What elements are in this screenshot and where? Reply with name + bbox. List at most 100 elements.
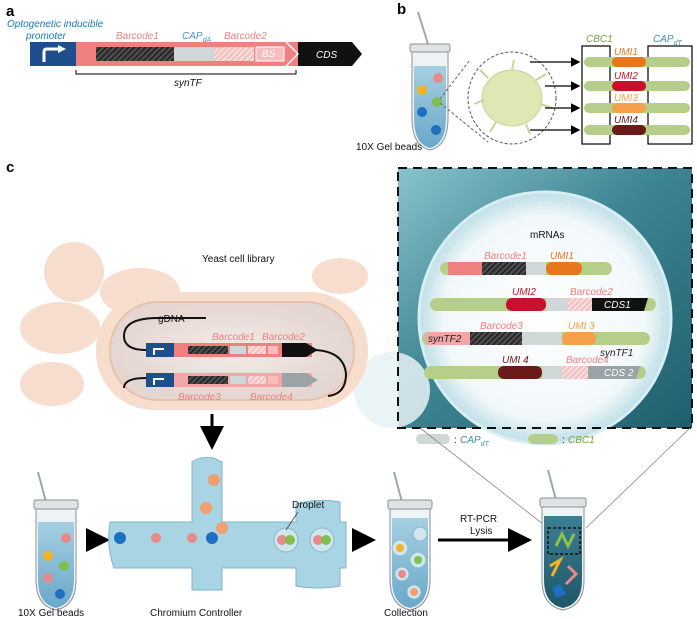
legend-cbc1: CBC1	[568, 435, 595, 446]
gdna-construct-2	[146, 373, 318, 387]
promoter-arrowhead-icon	[58, 45, 66, 53]
tube-collection	[387, 471, 433, 611]
label-bs: BS	[262, 49, 276, 60]
label-cbc1: CBC1	[586, 34, 613, 45]
barcode1-hatch	[96, 47, 174, 61]
row1-label-barcode1: Barcode1	[484, 251, 527, 262]
label-cap-dt: CAPdT	[653, 34, 682, 47]
label-cap-da: CAPdA	[182, 31, 211, 44]
bs-block	[255, 46, 285, 62]
gel-bead-icon	[473, 59, 553, 135]
oligo-cap-segment	[652, 125, 688, 135]
row3-label-barcode3: Barcode3	[480, 321, 523, 332]
panel-letter-c: c	[6, 159, 14, 176]
row4-label-umi4: UMI 4	[502, 355, 529, 366]
label-gel-beads-c: 10X Gel beads	[18, 608, 84, 619]
gdna-label-barcode4: Barcode4	[250, 392, 293, 403]
gdna-label-barcode2: Barcode2	[262, 332, 305, 343]
row2-label-umi2: UMI2	[512, 287, 536, 298]
panel-letter-a: a	[6, 3, 15, 20]
gdna-strand-left	[123, 377, 147, 389]
gdna-label-barcode1: Barcode1	[212, 332, 255, 343]
droplet-pointer	[285, 511, 299, 531]
promoter-arrow-icon	[42, 47, 60, 62]
bead-blue	[417, 107, 427, 117]
oligo-cap-segment	[652, 57, 688, 67]
zoom-panel-border	[397, 167, 693, 429]
row3-label-umi3: UMI 3	[568, 321, 595, 332]
label-chromium: Chromium Controller	[150, 608, 243, 619]
syntf-arrow-tip	[285, 41, 300, 67]
row3-label-syntf1: synTF1	[600, 348, 633, 359]
row1-label-umi1: UMI1	[550, 251, 574, 262]
legend-cap-dt: CAPdT	[460, 435, 489, 448]
zoom-line-top	[439, 59, 471, 100]
oligo-cap-segment	[652, 81, 688, 91]
cbc1-box	[581, 45, 611, 145]
mrna-row-2	[430, 298, 656, 311]
bead-green	[432, 97, 442, 107]
row3-label-syntf2: synTF2	[428, 334, 462, 345]
oligo-umi-segment	[612, 103, 646, 113]
row2-label-barcode2: Barcode2	[570, 287, 613, 298]
oligo-umi-segment	[612, 125, 646, 135]
label-collection: Collection	[384, 608, 428, 619]
syntf-bracket	[75, 70, 297, 75]
tube-lysis	[539, 469, 587, 611]
oligo-umi-label: UMI1	[614, 47, 638, 58]
yeast-title: Yeast cell library	[202, 254, 274, 265]
bead-yellow	[417, 85, 427, 95]
label-droplet: Droplet	[292, 500, 324, 511]
promoter-block	[30, 42, 76, 66]
cap-dt-box	[647, 45, 693, 145]
oligo-cap-segment	[652, 103, 688, 113]
label-rtpcr: RT-PCR	[460, 514, 497, 525]
legend-colon-cap: :	[454, 435, 457, 446]
promoter-label-line1: Optogenetic inducible	[7, 19, 104, 30]
label-lysis: Lysis	[470, 526, 492, 537]
zoom-connector-left	[419, 427, 549, 529]
side-bubble	[354, 352, 430, 428]
bead-to-oligo-arrows	[530, 57, 581, 135]
oligo-umi-label: UMI4	[614, 115, 638, 126]
row4-label-barcode4: Barcode4	[566, 355, 609, 366]
gdna-construct-1	[146, 343, 318, 357]
construct-a	[30, 41, 362, 67]
cds-arrow-block	[298, 42, 362, 66]
zoom-connector-right	[585, 427, 691, 529]
mrna-row-1	[440, 262, 612, 275]
row2-label-cds1: CDS1	[604, 300, 631, 311]
tube-b	[409, 11, 451, 151]
gdna-strand-right	[315, 349, 348, 397]
gdna-strand-top	[122, 317, 206, 351]
mrna-row-4	[424, 366, 646, 379]
tube-b-cap	[409, 43, 451, 53]
label-cds: CDS	[316, 50, 337, 61]
oligo-umi-label: UMI2	[614, 71, 638, 82]
bead-blue-2	[431, 125, 441, 135]
label-gel-beads-b: 10X Gel beads	[356, 142, 422, 153]
chromium-controller-chip	[108, 457, 347, 591]
row4-label-cds2: CDS 2	[604, 368, 634, 379]
zoom-line-bottom	[439, 102, 489, 143]
tube-gel-beads	[33, 471, 79, 611]
barcode2-hatch	[214, 47, 254, 61]
panel-letter-b: b	[397, 1, 406, 18]
label-barcode2: Barcode2	[224, 31, 267, 42]
legend-colon-cbc: :	[562, 435, 565, 446]
oligo-umi-label: UMI3	[614, 93, 638, 104]
oligo-umi-segment	[612, 57, 646, 67]
mrna-row-3	[422, 332, 650, 345]
label-gdna: gDNA	[158, 314, 185, 325]
zoom-legend	[416, 434, 558, 444]
bead-pink	[433, 73, 443, 83]
cap-da-block	[174, 47, 214, 61]
label-barcode1: Barcode1	[116, 31, 159, 42]
label-mrnas: mRNAs	[530, 230, 564, 241]
tube-b-lid-hinge	[417, 11, 429, 45]
droplet-inner-ring	[426, 199, 664, 437]
promoter-label-line2: promoter	[25, 31, 67, 42]
